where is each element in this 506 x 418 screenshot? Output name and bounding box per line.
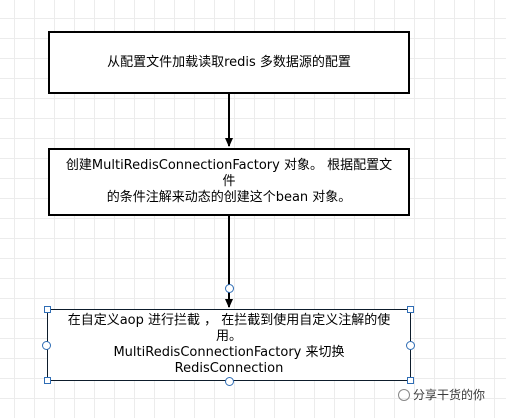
connection-point-left[interactable] (42, 341, 51, 350)
resize-handle-top-left[interactable] (44, 306, 51, 313)
node-text-line: 的条件注解来动态的创建这个bean 对象。 (106, 190, 352, 205)
resize-handle-bottom-left[interactable] (44, 377, 51, 384)
connection-point-above[interactable] (225, 284, 234, 293)
flow-node-create-factory[interactable]: 创建MultiRedisConnectionFactory 对象。 根据配置文件… (48, 148, 410, 216)
wechat-icon (398, 388, 410, 401)
resize-handle-bottom-right[interactable] (407, 377, 414, 384)
flow-node-aop-switch[interactable]: 在自定义aop 进行拦截 ， 在拦截到使用自定义注解的使 用。 MultiRed… (47, 309, 411, 381)
connection-point-right[interactable] (406, 341, 415, 350)
node-text-line: MultiRedisConnectionFactory 来切换 RedisCon… (113, 345, 345, 376)
node-text-line: 在自定义aop 进行拦截 ， 在拦截到使用自定义注解的使 (67, 313, 391, 328)
node-text-line: 用。 (215, 329, 242, 344)
watermark-text: 分享干货的你 (413, 388, 486, 402)
node-text-line: 创建MultiRedisConnectionFactory 对象。 根据配置文件 (65, 158, 393, 189)
connection-point-bottom[interactable] (225, 377, 234, 386)
node-text-line: 从配置文件加载读取redis 多数据源的配置 (107, 54, 351, 70)
resize-handle-top-right[interactable] (407, 306, 414, 313)
flow-node-load-config[interactable]: 从配置文件加载读取redis 多数据源的配置 (48, 31, 410, 94)
watermark: 分享干货的你 (398, 386, 485, 403)
